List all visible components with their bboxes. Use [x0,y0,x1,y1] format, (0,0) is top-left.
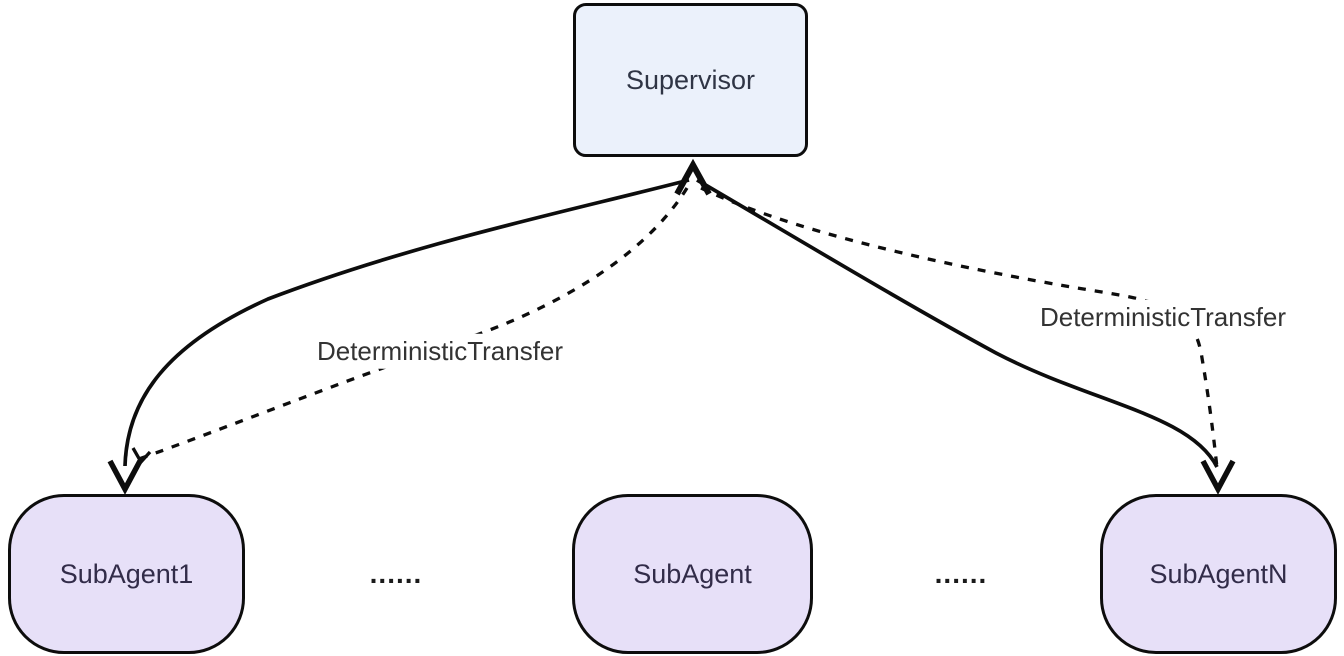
edge-label-text: DeterministicTransfer [1039,301,1287,332]
subagentn-node-label: SubAgentN [1149,558,1288,589]
subagent1-node: SubAgent1 [8,494,245,654]
ellipsis-text: ...... [369,558,423,589]
edge-supervisor-subagentn-dashed [700,186,1219,469]
ellipsis-separator-right: ...... [935,558,988,590]
supervisor-node: Supervisor [573,3,808,157]
edge-label-deterministic-transfer-left: DeterministicTransfer [311,333,569,369]
ellipsis-separator-left: ...... [370,558,423,590]
edge-label-deterministic-transfer-right: DeterministicTransfer [1034,299,1292,335]
subagent1-node-label: SubAgent1 [59,558,194,589]
subagent-node-label: SubAgent [633,558,752,589]
subagent-node: SubAgent [572,494,813,654]
arrowhead-into-subagentn-icon [1200,459,1236,495]
arrowhead-into-subagent1-icon [107,459,143,495]
edge-label-text: DeterministicTransfer [316,335,564,366]
arrowhead-into-supervisor-icon [674,158,712,196]
ellipsis-text: ...... [934,558,988,589]
arrowhead-dashed-into-subagent1-icon [131,447,152,465]
supervisor-node-label: Supervisor [625,64,756,95]
edge-supervisor-subagent1-solid [123,178,690,467]
subagentn-node: SubAgentN [1100,494,1337,654]
edge-supervisor-subagentn-solid [696,178,1219,468]
